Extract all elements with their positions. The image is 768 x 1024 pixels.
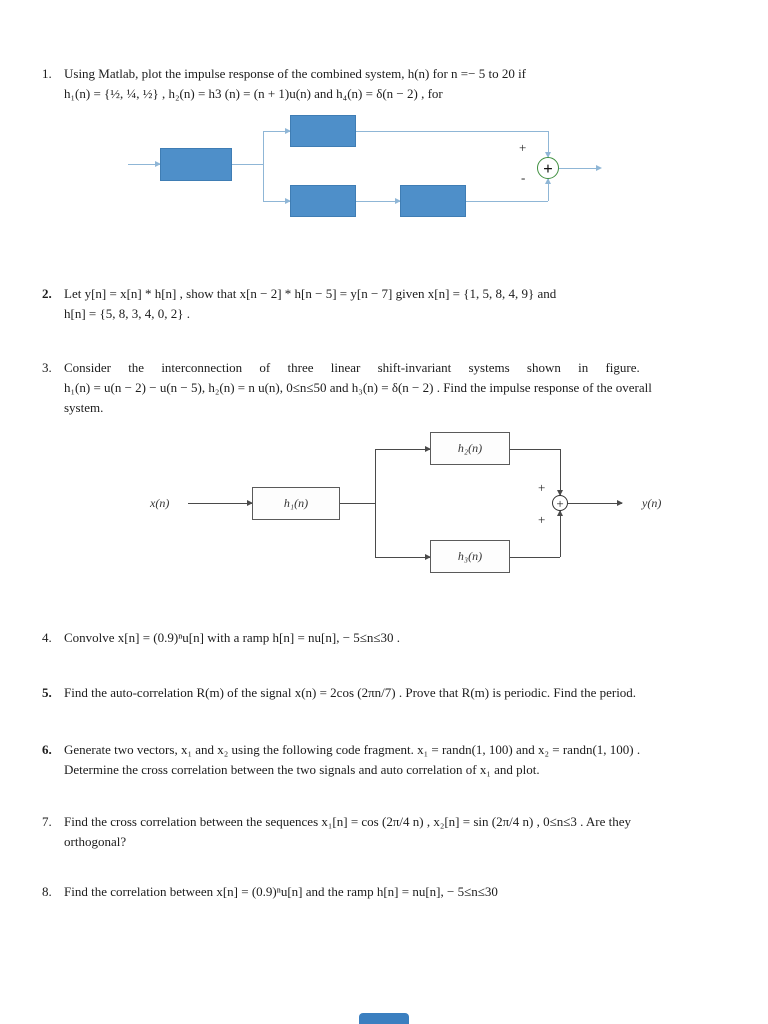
d1-line <box>263 131 290 132</box>
d1-line <box>356 131 548 132</box>
d2-line <box>560 511 561 557</box>
d1-block-a <box>160 148 232 181</box>
d1-line <box>232 164 263 165</box>
d1-arrow-icon <box>545 152 551 158</box>
problem-2: 2. Let y[n] = x[n] * h[n] , show that x[… <box>42 284 726 324</box>
problem-8: 8. Find the correlation between x[n] = (… <box>42 882 726 902</box>
d1-line <box>548 131 549 157</box>
d1-input-arrow-icon <box>155 161 161 167</box>
block-h1: h₁(n) <box>252 487 340 520</box>
d2-line <box>510 449 560 450</box>
problem-number: 3. <box>42 360 52 375</box>
problem-number: 6. <box>42 742 52 757</box>
d2-line <box>560 449 561 495</box>
problem-4: 4. Convolve x[n] = (0.9)ⁿu[n] with a ram… <box>42 628 726 648</box>
problem-7-line-2: orthogonal? <box>64 834 127 849</box>
d2-arrow-icon <box>557 510 563 516</box>
block-h3: h₃(n) <box>430 540 510 573</box>
d1-input-line <box>128 164 160 165</box>
plus-bottom-label: + <box>538 512 546 527</box>
problem-3-line-2: h₁(n) = u(n − 2) − u(n − 5), h₂(n) = n u… <box>64 380 652 395</box>
d1-line <box>356 201 400 202</box>
problem-2-line-2: h[n] = {5, 8, 3, 4, 0, 2} . <box>64 306 190 321</box>
problem-6-line-2: Determine the cross correlation between … <box>64 762 540 777</box>
block-h2: h₂(n) <box>430 432 510 465</box>
d2-line <box>340 503 375 504</box>
d2-arrow-icon <box>425 554 431 560</box>
d1-output-arrow-icon <box>596 165 602 171</box>
d1-split-line <box>263 131 264 201</box>
input-signal-label: x(n) <box>150 496 170 510</box>
problem-number: 5. <box>42 685 52 700</box>
problem-number: 7. <box>42 814 52 829</box>
block-diagram-2: x(n) h₁(n) h₂(n) h₃(n) + + <box>150 420 710 595</box>
d2-input-line <box>188 503 252 504</box>
problem-5-line-1: Find the auto-correlation R(m) of the si… <box>64 685 637 700</box>
problem-8-line-1: Find the correlation between x[n] = (0.9… <box>64 884 498 899</box>
d2-output-line <box>568 503 622 504</box>
bottom-page-indicator[interactable] <box>359 1013 409 1024</box>
sum-plus-icon: + <box>543 158 553 178</box>
output-signal-label: y(n) <box>642 496 662 510</box>
d1-arrow-icon <box>285 128 291 134</box>
summation-node: + <box>552 495 568 511</box>
d1-line <box>548 179 549 201</box>
problem-3: 3. Consider the interconnection of three… <box>42 358 726 418</box>
d2-line <box>375 557 430 558</box>
problem-3-line-1: Consider the interconnection of three li… <box>64 360 640 375</box>
problem-2-line-1: Let y[n] = x[n] * h[n] , show that x[n −… <box>64 286 557 301</box>
d1-block-d <box>400 185 466 217</box>
d2-arrow-icon <box>425 446 431 452</box>
d1-arrow-icon <box>285 198 291 204</box>
d2-output-arrow-icon <box>617 500 623 506</box>
plus-sign-label: + <box>519 140 527 155</box>
summation-node: + <box>537 157 559 179</box>
problem-7-line-1: Find the cross correlation between the s… <box>64 814 632 829</box>
d2-split-line <box>375 449 376 557</box>
d2-line <box>510 557 560 558</box>
d2-arrow-icon <box>557 490 563 496</box>
problem-5: 5. Find the auto-correlation R(m) of the… <box>42 683 726 703</box>
d1-line <box>263 201 290 202</box>
problem-number: 8. <box>42 884 52 899</box>
d1-line <box>466 201 548 202</box>
d1-arrow-icon <box>545 178 551 184</box>
problem-1-line-1: Using Matlab, plot the impulse response … <box>64 66 527 81</box>
sum-plus-icon: + <box>556 495 564 511</box>
d1-arrow-icon <box>395 198 401 204</box>
problem-7: 7. Find the cross correlation between th… <box>42 812 726 852</box>
minus-sign-label: - <box>521 170 526 185</box>
problem-4-line-1: Convolve x[n] = (0.9)ⁿu[n] with a ramp h… <box>64 630 401 645</box>
problem-1-line-2: h₁(n) = {½, ¼, ½} , h₂(n) = h3 (n) = (n … <box>64 86 443 101</box>
d1-block-b <box>290 115 356 147</box>
block-h1-label: h₁(n) <box>283 496 309 510</box>
problem-number: 4. <box>42 630 52 645</box>
problem-number: 2. <box>42 286 52 301</box>
problem-3-line-3: system. <box>64 400 104 415</box>
problem-1: 1. Using Matlab, plot the impulse respon… <box>42 64 726 104</box>
plus-top-label: + <box>538 480 546 495</box>
problem-6-line-1: Generate two vectors, x₁ and x₂ using th… <box>64 742 641 757</box>
d2-line <box>375 449 430 450</box>
d1-output-line <box>559 168 600 169</box>
block-h2-label: h₂(n) <box>457 441 483 455</box>
problem-6: 6. Generate two vectors, x₁ and x₂ using… <box>42 740 726 780</box>
block-h3-label: h₃(n) <box>457 549 483 563</box>
problem-number: 1. <box>42 66 52 81</box>
block-diagram-1: + + - <box>120 108 640 243</box>
d1-block-c <box>290 185 356 217</box>
d2-input-arrow-icon <box>247 500 253 506</box>
